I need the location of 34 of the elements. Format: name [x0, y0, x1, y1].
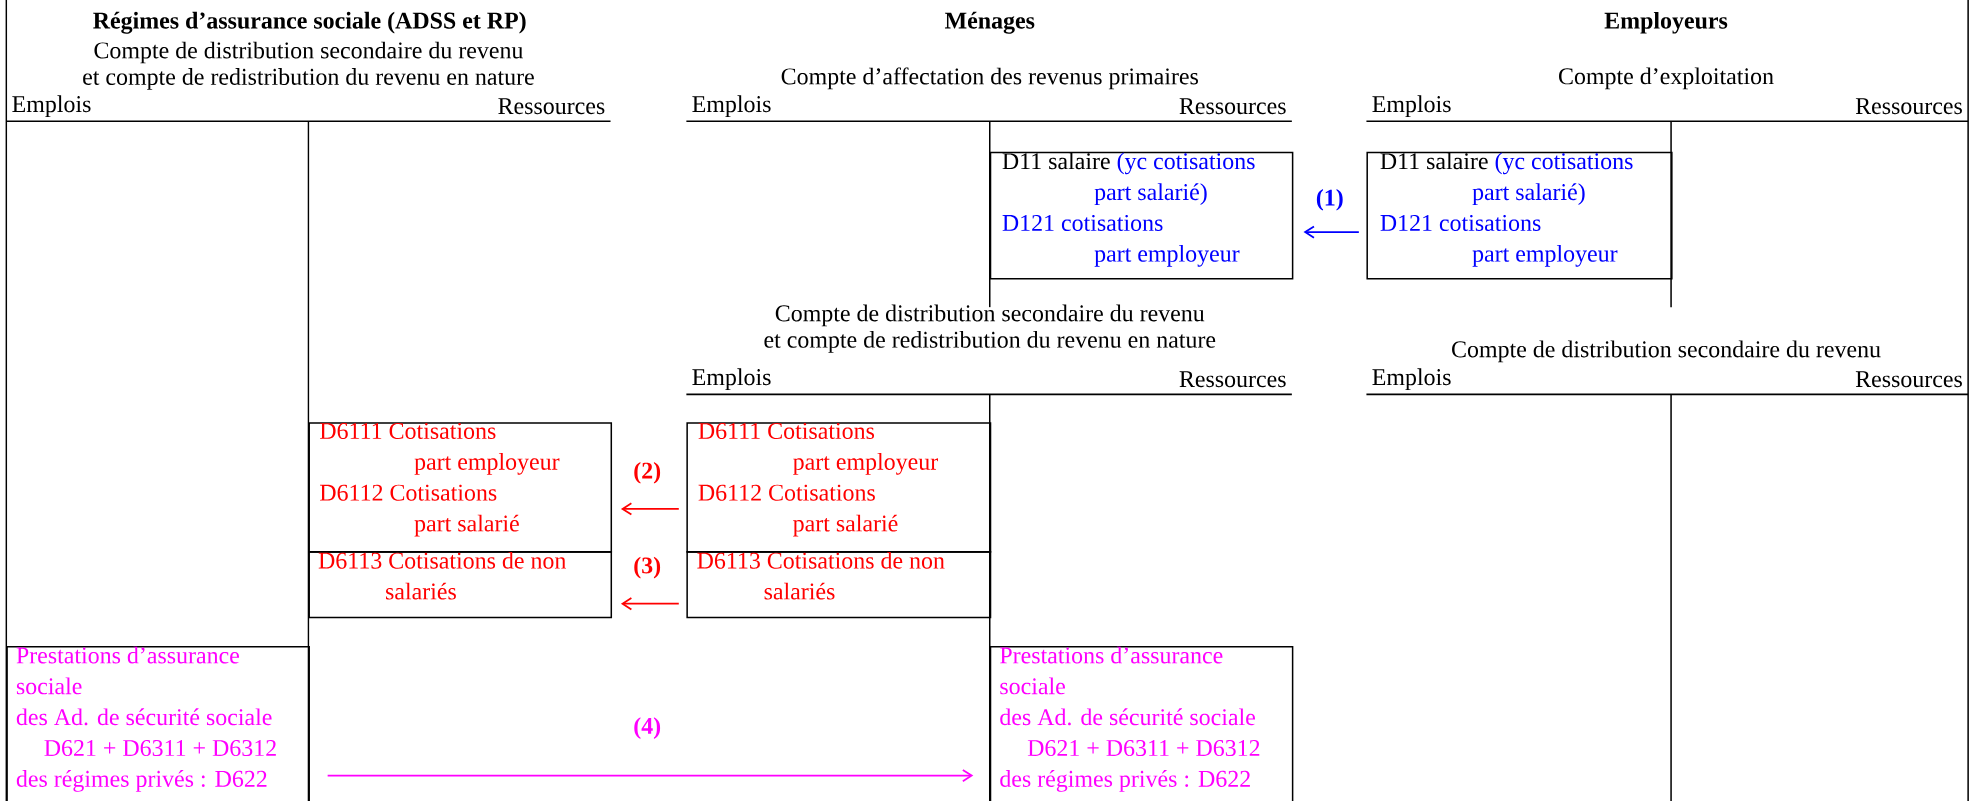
column-label: Ressources [498, 98, 605, 114]
entry-box: Prestations d’assurance sociale des Ad. de sécurité sociale D621 + D6311 + D6312 des régimes privés : D622 [6, 645, 310, 801]
entry-box: Prestations d’assurance sociale des Ad. de sécurité sociale D621 + D6311 + D6312 des régimes privés : D622 [989, 645, 1294, 801]
column-label: Ressources [1855, 371, 1962, 387]
column-label: Emplois [692, 368, 771, 390]
entry-box: D11 salaire (yc cotisations part salarié) D121 cotisations part employeur [1366, 151, 1673, 280]
column-heading: Employeurs [1604, 11, 1728, 34]
column-label: Emplois [692, 95, 771, 117]
account-title: Compte de distribution secondaire du revenu [1452, 340, 1881, 363]
entry-box: D6113 Cotisations de non salariés [686, 550, 992, 619]
entry-box: D11 salaire (yc cotisations part salarié) D121 cotisations part employeur [989, 151, 1294, 280]
entry-box: D6111 Cotisations part employeur D6112 Cotisations part salarié [308, 422, 613, 553]
column-label: Ressources [1855, 98, 1962, 114]
entry-box: D6113 Cotisations de non salariés [308, 550, 613, 619]
column-label: Ressources [1179, 371, 1286, 387]
column-heading: Régimes d’assurance sociale (ADSS et RP) [93, 11, 526, 34]
column-label: Emplois [1372, 368, 1451, 390]
edge-label: (2) [634, 461, 661, 484]
account-title: Compte d’affectation des revenus primaires [781, 67, 1198, 90]
edge-label: (4) [634, 717, 661, 739]
arrow [326, 768, 974, 782]
arrow [620, 502, 680, 516]
edge-label: (3) [634, 556, 661, 579]
account-title: Compte de distribution secondaire du revenu et compte de redistribution du revenu en nature [764, 304, 1216, 353]
edge-label: (1) [1316, 188, 1343, 211]
column-label: Ressources [1179, 98, 1286, 114]
arrow [1303, 225, 1360, 239]
account-title: Compte d’exploitation [1559, 67, 1774, 90]
entry-box: D6111 Cotisations part employeur D6112 Cotisations part salarié [686, 422, 992, 553]
column-label: Emplois [12, 95, 91, 117]
arrow [620, 596, 680, 611]
column-heading: Ménages [945, 11, 1035, 34]
account-title: Compte de distribution secondaire du revenu et compte de redistribution du revenu en nature [83, 41, 534, 90]
column-label: Emplois [1372, 95, 1451, 117]
